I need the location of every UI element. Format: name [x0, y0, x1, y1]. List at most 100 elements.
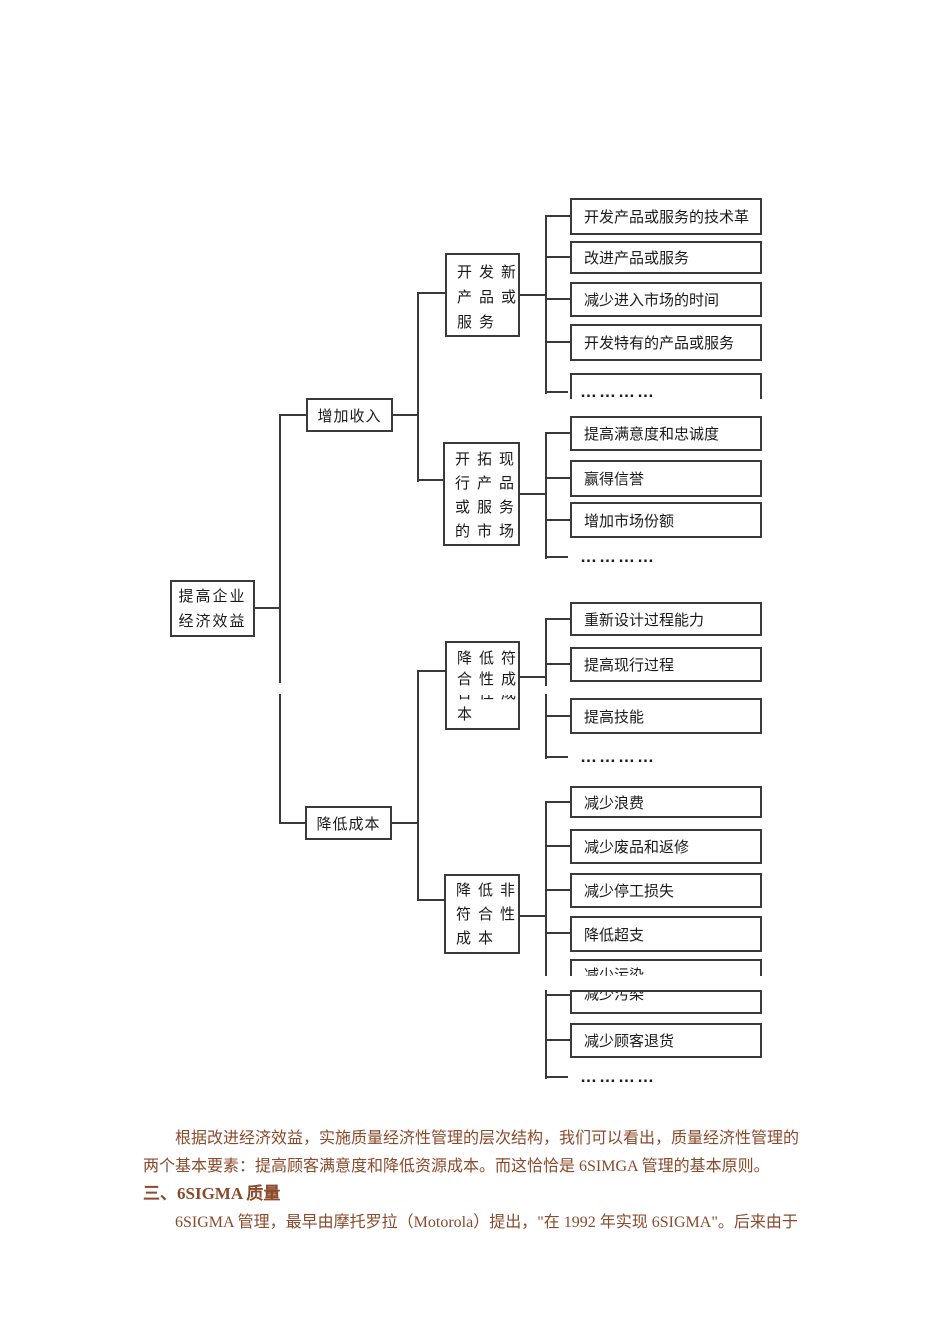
connector-line [279, 694, 281, 824]
connector-line [545, 256, 572, 258]
connector-line [520, 294, 547, 296]
leaf-box: 减少浪费 [570, 786, 762, 818]
leaf-box: 开发产品或服务的技术革 [570, 198, 762, 235]
leaf-label: 提高技能 [584, 708, 645, 726]
connector-line [545, 990, 547, 1079]
connector-line [545, 341, 572, 343]
connector-line [545, 216, 547, 394]
leaf-label: 开发产品或服务的技术革 [584, 209, 750, 226]
leaf-box-fragment [570, 373, 762, 399]
leaf-label: 提高满意度和忠诚度 [584, 426, 720, 443]
leaf-box-split-bottom: 减少污染 [570, 990, 762, 1014]
leaf-label: 提高现行过程 [584, 657, 675, 674]
connector-line [545, 618, 572, 620]
connector-line [545, 519, 572, 521]
node-label: 增加收入 [317, 407, 382, 425]
leaf-label: 赢得信誉 [584, 471, 645, 488]
connector-line [545, 715, 572, 717]
connector-line [255, 607, 281, 609]
connector-line [545, 619, 547, 686]
connector-line [545, 391, 568, 393]
node-label-line: 服务 [457, 314, 502, 331]
leaf-label: 减少进入市场的时间 [584, 292, 720, 309]
leaf-box: 提高满意度和忠诚度 [570, 416, 762, 451]
connector-line [545, 556, 568, 558]
leaf-box: 减少进入市场的时间 [570, 282, 762, 317]
node-label-line: 开发新 [457, 264, 524, 281]
connector-line [545, 801, 572, 803]
node-label-line: 产品或 [457, 289, 524, 306]
connector-line [545, 432, 572, 434]
connector-line [393, 414, 419, 416]
ellipsis-row: ………… [580, 747, 656, 766]
node-label-line-clipped: 合性成 [457, 695, 518, 704]
leaf-label: 减少停工损失 [584, 883, 675, 900]
node-label-line: 或服务 [455, 499, 522, 516]
connector-line [520, 493, 547, 495]
connector-line [545, 994, 572, 996]
leaf-label: 减少废品和返修 [584, 839, 690, 856]
leaf-box: 减少停工损失 [570, 873, 762, 908]
connector-line [545, 756, 568, 758]
connector-line [279, 822, 307, 824]
leaf-box-split-top: 减少污染 [570, 959, 762, 976]
ellipsis-row: ………… [580, 547, 656, 566]
connector-line [545, 433, 547, 559]
leaf-box: 开发特有的产品或服务 [570, 324, 762, 361]
section-heading: 三、6SIGMA 质量 [143, 1184, 281, 1203]
node-label-line: 本 [457, 706, 480, 723]
node-increase-revenue: 增加收入 [306, 398, 393, 432]
leaf-label-clipped: 减少污染 [584, 967, 645, 976]
leaf-label-clipped: 减少污染 [584, 990, 645, 1003]
connector-line [545, 1076, 568, 1078]
leaf-label: 开发特有的产品或服务 [584, 335, 735, 352]
leaf-box: 降低超支 [570, 916, 762, 952]
node-reduce-nonconformity-cost: 降低非 符合性 成本 [444, 874, 520, 954]
connector-line [545, 1039, 572, 1041]
node-label: 降低成本 [316, 815, 381, 833]
node-expand-market: 开拓现 行产品 或服务 的市场 [443, 442, 520, 546]
connector-line [417, 671, 419, 901]
leaf-box: 改进产品或服务 [570, 241, 762, 274]
connector-line [520, 676, 547, 678]
paragraph-line: 两个基本要素：提高顾客满意度和降低资源成本。而这恰恰是 6SIMGA 管理的基本… [143, 1158, 770, 1175]
node-label-line: 降低符 [457, 650, 518, 667]
node-develop-new-products: 开发新 产品或 服务 [445, 253, 520, 337]
connector-line [545, 889, 572, 891]
connector-line [545, 932, 572, 934]
connector-line [417, 899, 446, 901]
leaf-label: 减少顾客退货 [584, 1033, 675, 1050]
connector-line [417, 479, 445, 481]
node-label-line: 的市场 [455, 523, 522, 540]
node-label-line: 符合性 [456, 906, 523, 923]
leaf-label: 增加市场份额 [584, 512, 675, 530]
node-root-line: 提高企业 [178, 587, 247, 605]
leaf-box: 提高技能 [570, 698, 762, 734]
leaf-box: 重新设计过程能力 [570, 602, 762, 636]
connector-line [417, 293, 419, 482]
connector-line [417, 292, 447, 294]
leaf-label: 改进产品或服务 [584, 250, 690, 267]
leaf-box: 减少废品和返修 [570, 829, 762, 864]
connector-line [520, 915, 547, 917]
ellipsis-row: ………… [580, 1067, 656, 1086]
node-root-line: 经济效益 [178, 612, 247, 630]
connector-line [545, 477, 572, 479]
connector-line [279, 414, 308, 416]
connector-line [545, 215, 572, 217]
node-label-line: 合性成 [457, 671, 518, 688]
connector-line [545, 663, 572, 665]
ellipsis-row: ………… [580, 382, 656, 401]
paragraph-line: 6SIGMA 管理，最早由摩托罗拉（Motorola）提出，"在 1992 年实… [175, 1214, 798, 1231]
leaf-box: 增加市场份额 [570, 502, 762, 538]
leaf-label: 降低超支 [584, 926, 645, 944]
connector-line [545, 694, 547, 759]
leaf-label: 减少浪费 [584, 794, 645, 812]
node-label-line: 开拓现 [455, 451, 522, 468]
node-reduce-cost: 降低成本 [305, 806, 392, 840]
node-reduce-conformity-cost: 降低符 合性成 合性成 本 [445, 641, 520, 730]
node-root: 提高企业 经济效益 [170, 580, 255, 637]
node-label-line: 行产品 [455, 475, 522, 492]
leaf-label: 重新设计过程能力 [584, 611, 705, 629]
